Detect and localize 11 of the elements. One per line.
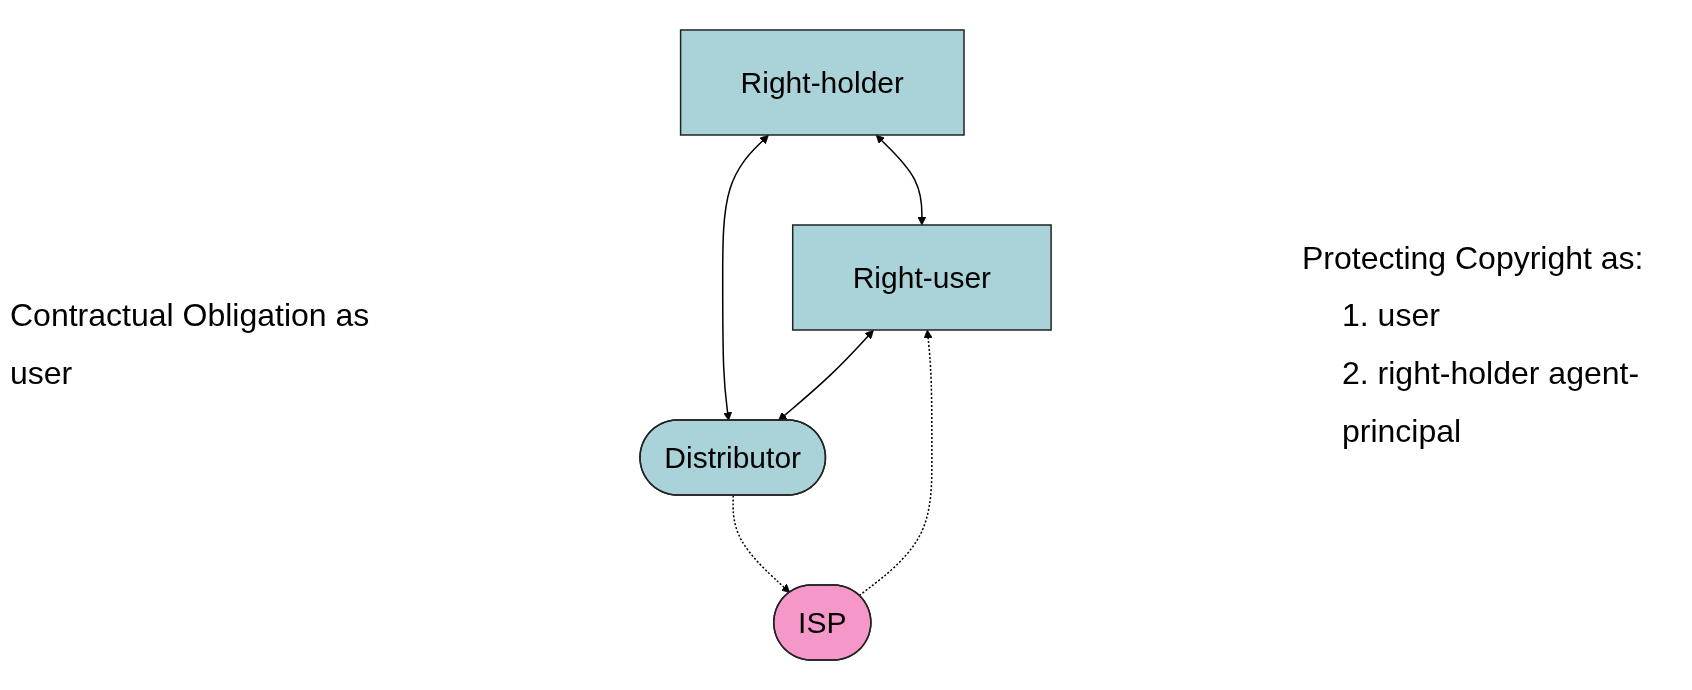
node-box: Right-holder	[680, 29, 966, 136]
list-item: 1. user	[1341, 296, 1440, 336]
list-item: 2. right-holder agent-principal	[1341, 354, 1641, 451]
arrow	[732, 494, 791, 593]
arrow	[876, 134, 927, 226]
arrow	[859, 329, 934, 597]
arrow	[722, 134, 770, 421]
list-heading: Protecting Copyright as:	[1302, 238, 1644, 278]
note-text: Contractual Obligation as user	[10, 296, 371, 393]
node-box: Right-user	[792, 224, 1053, 331]
arrow	[778, 329, 875, 421]
